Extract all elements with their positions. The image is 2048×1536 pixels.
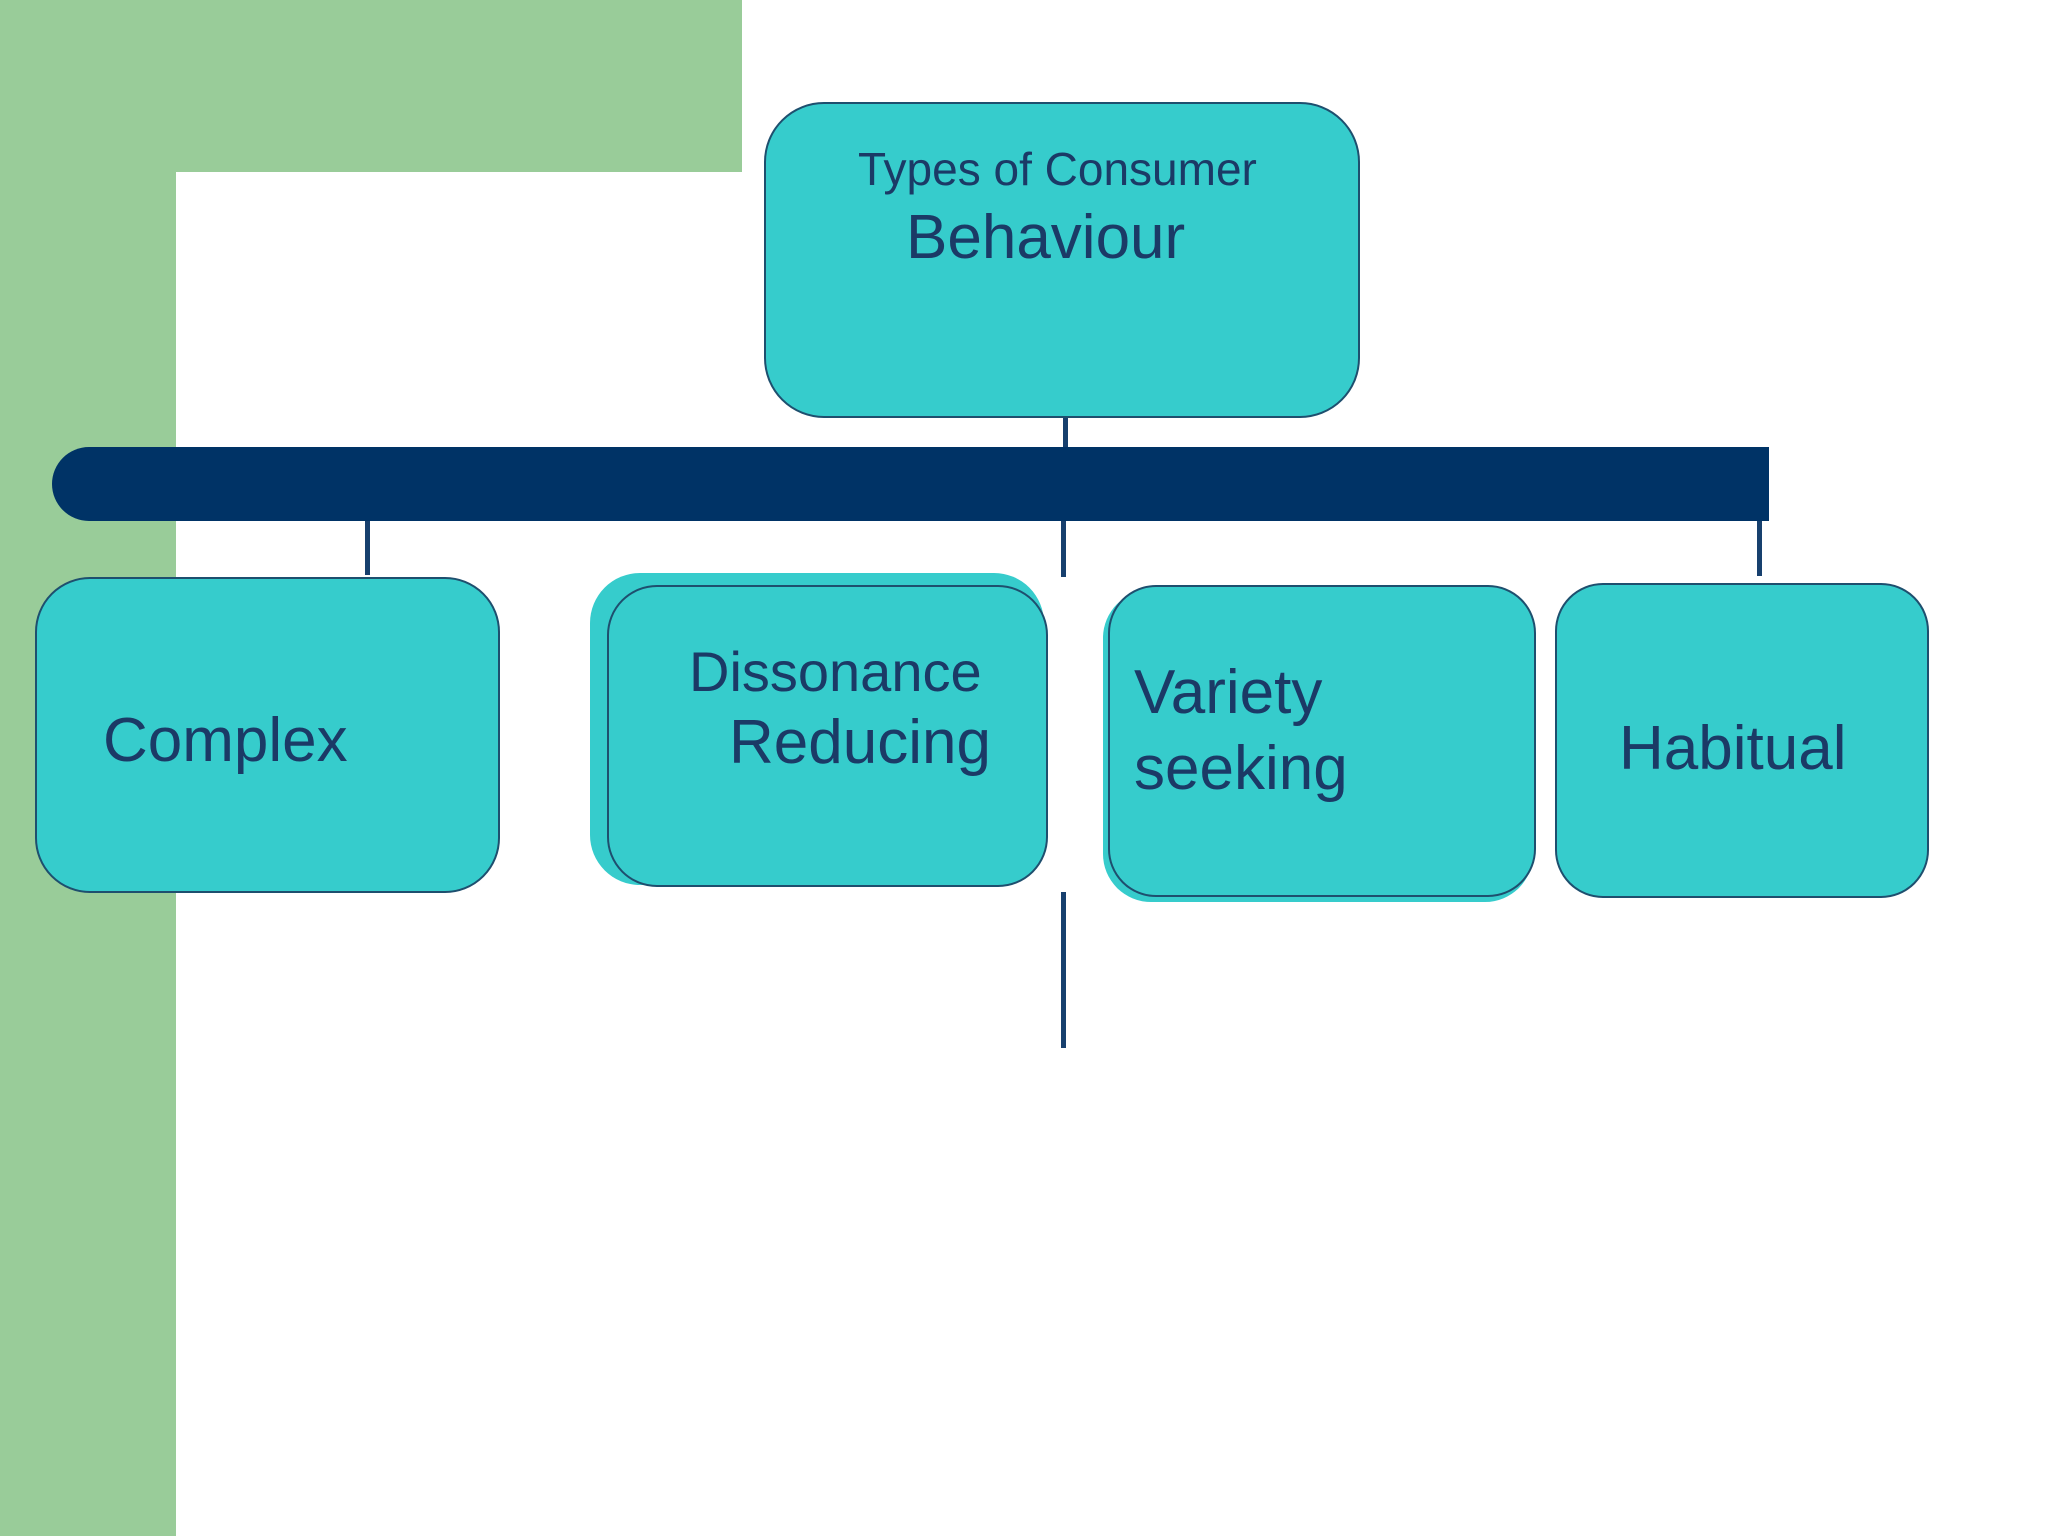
node-complex: Complex <box>35 577 500 893</box>
background-top-band <box>0 0 742 172</box>
connector-bar-to-complex <box>365 515 370 575</box>
connector-bar-to-habitual <box>1757 494 1762 576</box>
node-variety-seeking: Variety seeking <box>1108 585 1536 897</box>
root-node: Types of Consumer Behaviour <box>764 102 1360 418</box>
root-node-label-line2: Behaviour <box>906 203 1186 272</box>
connector-root-to-bar <box>1063 415 1068 455</box>
connector-lower-stub <box>1061 892 1066 1048</box>
node-variety-label-line1: Variety <box>1134 658 1323 727</box>
root-node-label-line1: Types of Consumer <box>858 143 1257 195</box>
connector-bar-center <box>1061 515 1066 577</box>
connector-bar <box>52 447 1769 521</box>
node-variety-label-line2: seeking <box>1134 734 1348 803</box>
node-complex-label: Complex <box>103 706 348 775</box>
node-habitual: Habitual <box>1555 583 1929 898</box>
node-dissonance-reducing: Dissonance Reducing <box>607 585 1048 887</box>
node-dissonance-label-line1: Dissonance <box>689 640 982 703</box>
node-dissonance-label-line2: Reducing <box>729 708 991 777</box>
node-habitual-label: Habitual <box>1619 714 1847 783</box>
